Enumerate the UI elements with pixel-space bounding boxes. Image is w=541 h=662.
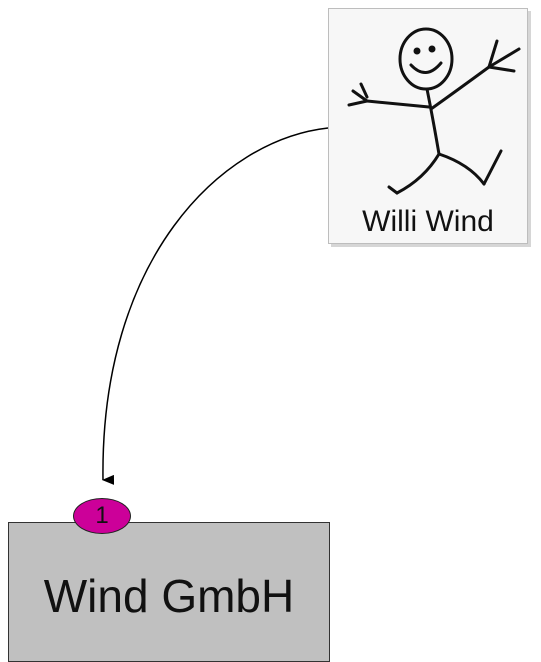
person-card[interactable]: Willi Wind: [328, 8, 528, 244]
connector-line: [102, 127, 329, 485]
person-name: Willi Wind: [362, 205, 494, 238]
company-name: Wind GmbH: [43, 570, 295, 622]
stick-figure-icon: [347, 27, 521, 195]
ownership-badge: 1: [73, 498, 131, 534]
company-box[interactable]: Wind GmbH: [8, 522, 330, 662]
